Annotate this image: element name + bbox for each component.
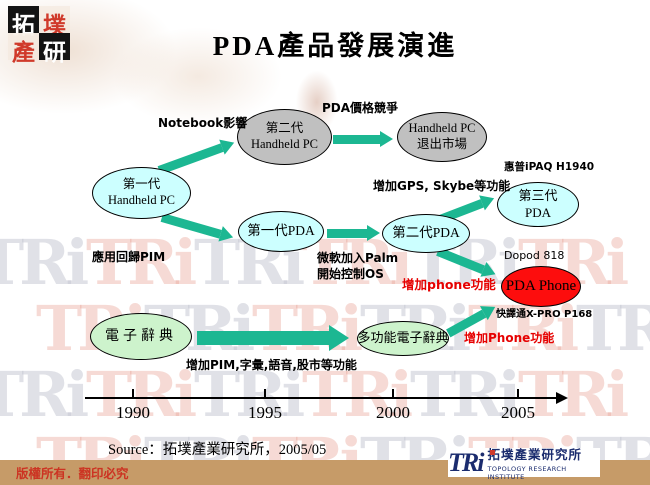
watermark-text: TRi — [0, 358, 89, 431]
timeline-tick — [392, 389, 394, 399]
arrow-head-icon — [380, 131, 393, 147]
page-title: PDA產品發展演進 — [212, 31, 458, 61]
topology-corner-logo: 拓 墣 產 研 — [8, 6, 70, 65]
watermark-text: TRi — [0, 226, 89, 299]
tri-logo-red-dot-icon — [490, 450, 495, 455]
node-gen1-pda: 第一代PDA — [238, 211, 324, 252]
timeline-year: 2005 — [501, 403, 535, 422]
label-add-phone-function-dict: 增加Phone功能 — [464, 331, 555, 345]
node-gen2-handheld-pc: 第二代 Handheld PC — [237, 109, 332, 165]
node-handheld-pc-exit: Handheld PC 退出市場 — [397, 112, 487, 162]
label-dopod-818: Dopod 818 — [504, 249, 565, 262]
source-note: Source：拓墣產業研究所，2005/05 — [108, 442, 327, 458]
timeline-axis — [85, 397, 557, 399]
arrow-body — [197, 331, 329, 345]
timeline-tick — [517, 389, 519, 399]
timeline-year: 2000 — [376, 403, 410, 422]
arrow-body — [327, 228, 367, 238]
logo-char: 研 — [39, 33, 70, 65]
timeline-arrowhead-icon — [556, 392, 568, 404]
arrow-head-icon — [329, 325, 349, 351]
label-add-pim-vocab-voice-stock: 增加PIM,字彙,語音,股市等功能 — [186, 358, 357, 372]
logo-char: 產 — [8, 33, 39, 65]
label-hp-ipaq-h1940: 惠普iPAQ H1940 — [504, 161, 595, 173]
org-name-zh: 拓墣產業研究所 — [487, 448, 582, 462]
org-name-en: TOPOLOGY RESEARCH INSTITUTE — [487, 465, 567, 481]
tri-logo-text: TRi — [448, 447, 484, 477]
logo-char: 墣 — [39, 6, 70, 38]
arrow-gen2hpc-to-exit — [333, 131, 393, 147]
node-gen1-handheld-pc: 第一代 Handheld PC — [92, 167, 191, 219]
timeline-tick — [264, 389, 266, 399]
logo-char: 拓 — [8, 6, 39, 38]
label-xpro-p168: 快譯通X-PRO P168 — [496, 309, 593, 320]
arrow-body — [160, 212, 222, 239]
node-e-dictionary: 電子辭典 — [90, 313, 192, 360]
tri-footer-logo: TRi 拓墣產業研究所 TOPOLOGY RESEARCH INSTITUTE — [448, 447, 600, 481]
timeline-tick — [132, 389, 134, 399]
label-return-to-pim: 應用回歸PIM — [92, 250, 166, 264]
label-microsoft-palm-os: 微軟加入Palm 開始控制OS — [317, 251, 399, 281]
label-pda-price-war: PDA價格競爭 — [322, 101, 399, 115]
arrow-edict-to-multidict — [197, 325, 349, 351]
watermark-text: TRi — [576, 292, 650, 365]
arrow-gen1hpc-to-gen1pda — [160, 209, 236, 246]
label-add-gps-skype: 增加GPS, Skybe等功能 — [373, 179, 511, 193]
label-notebook-influence: Notebook影響 — [158, 116, 248, 130]
node-gen3-pda: 第三代 PDA — [497, 182, 579, 227]
node-pda-phone: PDA Phone — [501, 266, 581, 307]
arrow-gen1pda-to-gen2pda — [327, 225, 380, 241]
arrow-head-icon — [367, 225, 380, 241]
timeline-year: 1990 — [116, 403, 150, 422]
arrow-head-icon — [218, 226, 236, 246]
copyright-text: 版權所有．翻印必究 — [16, 466, 129, 481]
label-add-phone-function: 增加phone功能 — [402, 277, 496, 292]
timeline-year: 1995 — [248, 403, 282, 422]
arrow-body — [333, 134, 380, 144]
node-gen2-pda: 第二代PDA — [382, 214, 470, 253]
node-multifunction-e-dictionary: 多功能電子辭典 — [357, 321, 449, 356]
